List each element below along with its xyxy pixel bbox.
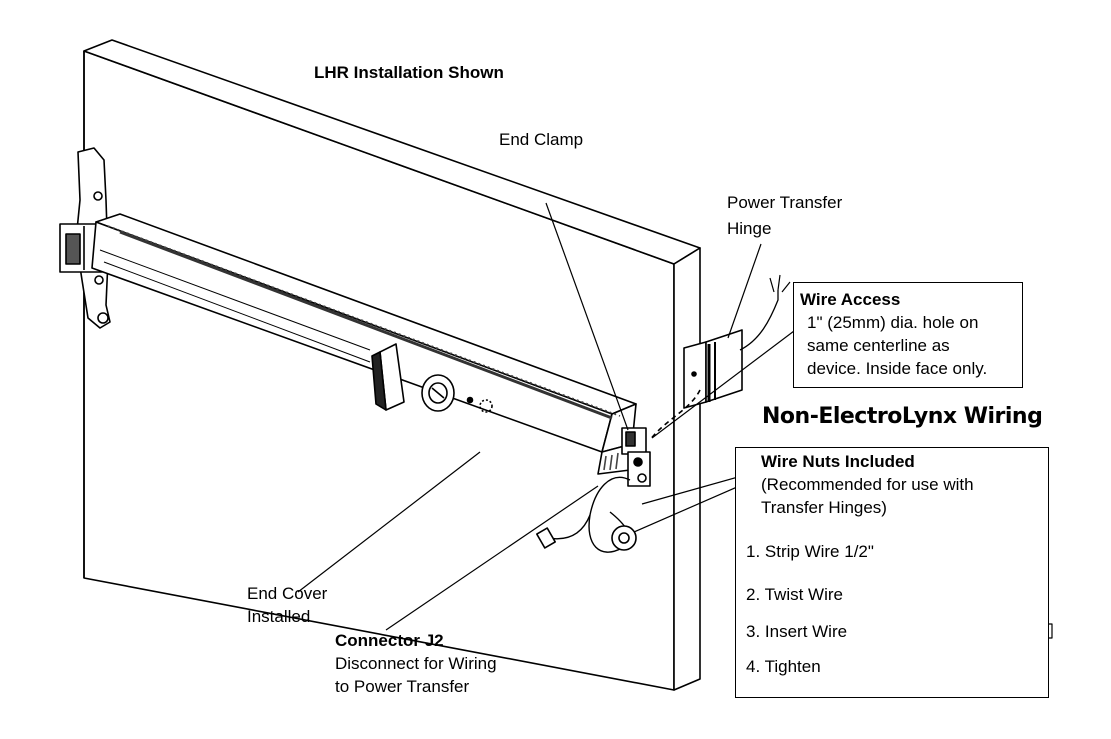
connector-j2-desc-line1: Disconnect for Wiring bbox=[335, 654, 497, 673]
exit-device-rail bbox=[91, 213, 637, 475]
wire-step-3: 3. Insert Wire bbox=[746, 622, 848, 641]
connector-j2 bbox=[536, 476, 637, 553]
end-cover-label-line1: End Cover bbox=[247, 584, 328, 603]
wire-step-1: 1. Strip Wire 1/2" bbox=[746, 542, 874, 561]
wire-nuts-box bbox=[735, 447, 1049, 698]
power-transfer-hinge-label-line2: Hinge bbox=[727, 219, 772, 238]
wire-nuts-subtitle-line2: Transfer Hinges) bbox=[761, 498, 887, 517]
end-clamp bbox=[621, 427, 651, 487]
wire-access-line2: same centerline as bbox=[807, 336, 950, 355]
wire-nuts-subtitle-line1: (Recommended for use with bbox=[761, 475, 974, 494]
connector-j2-title: Connector J2 bbox=[335, 631, 444, 650]
wire-step-4: 4. Tighten bbox=[746, 657, 821, 676]
wire-access-title: Wire Access bbox=[800, 290, 901, 309]
power-transfer-hinge-label-line1: Power Transfer bbox=[727, 193, 843, 212]
wire-access-line1: 1" (25mm) dia. hole on bbox=[807, 313, 979, 332]
wiring-heading: Non-ElectroLynx Wiring bbox=[762, 404, 1043, 429]
wire-nuts-title: Wire Nuts Included bbox=[761, 452, 915, 471]
wire-access-box bbox=[793, 282, 1023, 388]
end-clamp-label: End Clamp bbox=[499, 130, 584, 149]
end-cover-label-line2: Installed bbox=[247, 607, 311, 626]
installation-title: LHR Installation Shown bbox=[314, 63, 504, 82]
wire-access-line3: device. Inside face only. bbox=[807, 359, 988, 378]
wire-step-2: 2. Twist Wire bbox=[746, 585, 843, 604]
connector-j2-desc-line2: to Power Transfer bbox=[335, 677, 470, 696]
